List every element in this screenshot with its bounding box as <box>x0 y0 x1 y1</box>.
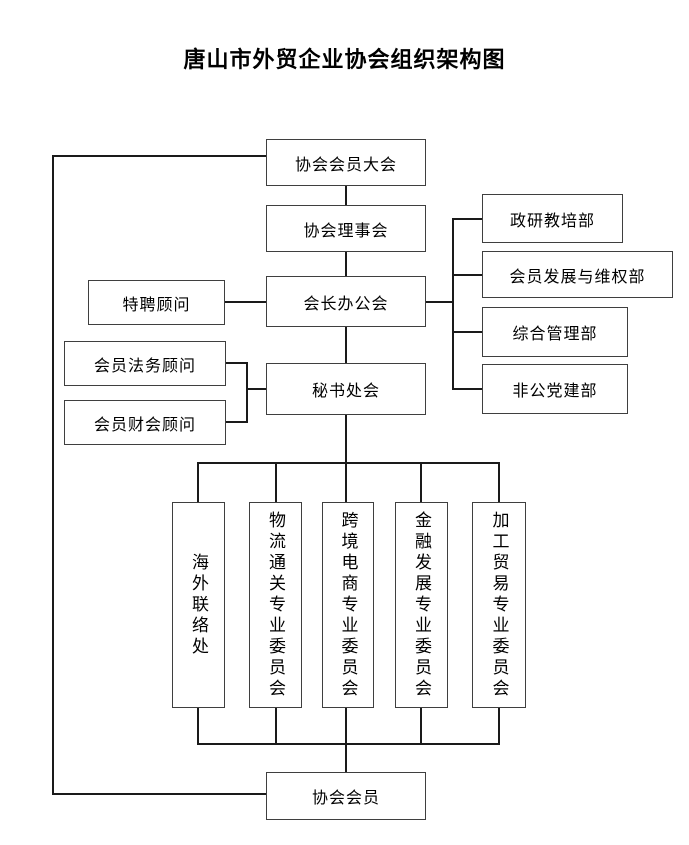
connector-drop-3 <box>345 462 347 502</box>
connector-dept-bracket <box>452 218 454 390</box>
connector-feedback-bottom <box>52 793 266 795</box>
connector-drop-5 <box>498 462 500 502</box>
page-title: 唐山市外贸企业协会组织架构图 <box>183 47 506 72</box>
node-committee-cross-border-ecommerce: 跨境电商专业委员会 <box>322 502 374 708</box>
connector-dept-stub-4 <box>452 388 482 390</box>
connector-dept-stub-1 <box>452 218 482 220</box>
node-secretariat: 秘书处会 <box>266 363 426 415</box>
node-dept-member-development: 会员发展与维权部 <box>482 251 673 298</box>
connector-feedback-left <box>52 155 54 795</box>
connector-committee-bus-bottom <box>197 743 500 745</box>
connector-president-secretariat <box>345 326 347 364</box>
node-accounting-advisor: 会员财会顾问 <box>64 400 226 445</box>
connector-special-advisor <box>225 301 266 303</box>
node-members: 协会会员 <box>266 772 426 820</box>
connector-congress-council <box>345 186 347 206</box>
node-member-congress: 协会会员大会 <box>266 139 426 186</box>
connector-secretariat-bus <box>345 414 347 464</box>
connector-dept-stub-2 <box>452 274 482 276</box>
node-president-office: 会长办公会 <box>266 276 426 327</box>
node-dept-party-building: 非公党建部 <box>482 364 628 414</box>
connector-riser-2 <box>275 708 277 744</box>
node-special-advisor: 特聘顾问 <box>88 280 225 325</box>
connector-legal-stub <box>226 362 248 364</box>
connector-feedback-top <box>52 155 266 157</box>
connector-riser-3 <box>345 708 347 744</box>
connector-riser-1 <box>197 708 199 744</box>
connector-riser-5 <box>498 708 500 744</box>
connector-advisor-bracket <box>246 362 248 423</box>
node-committee-logistics-customs: 物流通关专业委员会 <box>249 502 302 708</box>
connector-dept-stub-3 <box>452 331 482 333</box>
node-committee-finance-development: 金融发展专业委员会 <box>395 502 448 708</box>
connector-drop-1 <box>197 462 199 502</box>
node-committee-overseas-liaison: 海外联络处 <box>172 502 225 708</box>
connector-drop-4 <box>420 462 422 502</box>
connector-accounting-stub <box>226 421 248 423</box>
connector-bracket-secretariat <box>246 388 266 390</box>
connector-council-president <box>345 251 347 277</box>
node-dept-policy-research: 政研教培部 <box>482 194 623 243</box>
node-legal-advisor: 会员法务顾问 <box>64 341 226 386</box>
node-dept-general-management: 综合管理部 <box>482 307 628 357</box>
connector-committee-bus-top <box>197 462 500 464</box>
node-committee-processing-trade: 加工贸易专业委员会 <box>472 502 526 708</box>
node-council: 协会理事会 <box>266 205 426 252</box>
connector-riser-4 <box>420 708 422 744</box>
connector-drop-2 <box>275 462 277 502</box>
connector-members-drop <box>345 743 347 773</box>
connector-president-depts <box>426 301 454 303</box>
